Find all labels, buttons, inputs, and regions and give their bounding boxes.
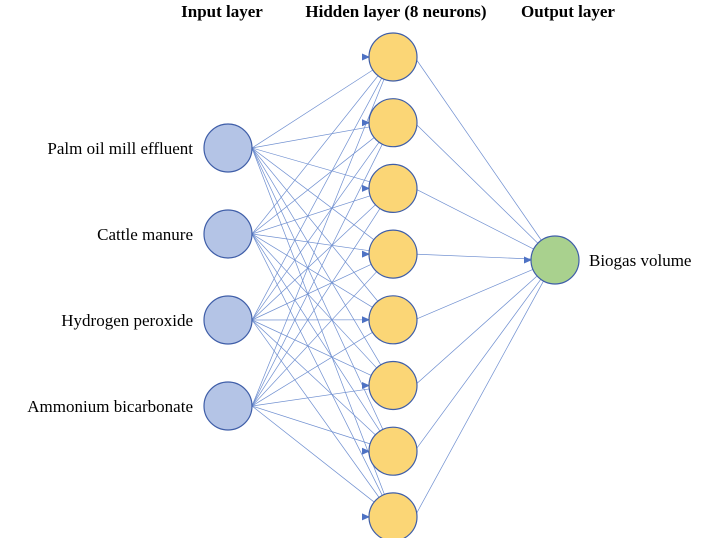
- edge-input-3-to-hidden-4: [251, 263, 372, 321]
- input-node-3: [203, 295, 253, 345]
- edge-hidden-7-to-output-1: [414, 279, 542, 452]
- input-label-hydrogen-peroxide: Hydrogen peroxide: [61, 311, 193, 330]
- input-label-palm-oil-mill-effluent: Palm oil mill effluent: [47, 139, 193, 158]
- hidden-node-2: [368, 98, 418, 148]
- arrowhead-hidden-4: [362, 250, 370, 258]
- edge-input-2-to-hidden-4: [251, 233, 370, 252]
- edge-input-4-to-hidden-2: [251, 144, 383, 407]
- input-node-2: [203, 209, 253, 259]
- edge-input-2-to-hidden-8: [251, 233, 383, 496]
- hidden-node-1: [368, 32, 418, 82]
- edge-input-1-to-hidden-1: [251, 69, 374, 149]
- edge-input-3-to-hidden-8: [251, 319, 380, 498]
- edge-input-2-to-hidden-3: [251, 195, 371, 235]
- connections-layer: [251, 56, 544, 518]
- arrowhead-output-1: [524, 256, 532, 264]
- edge-input-3-to-hidden-3: [251, 204, 376, 321]
- edge-input-1-to-hidden-3: [251, 147, 371, 183]
- edge-input-4-to-hidden-6: [251, 388, 370, 407]
- input-node-4: [203, 381, 253, 431]
- arrowhead-hidden-7: [362, 447, 370, 455]
- hidden-node-7: [368, 426, 418, 476]
- arrowhead-hidden-8: [362, 513, 370, 521]
- arrowheads-layer: [362, 53, 532, 521]
- edge-hidden-5-to-output-1: [414, 269, 534, 321]
- edge-input-2-to-hidden-2: [251, 137, 375, 235]
- edge-input-2-to-hidden-1: [251, 75, 379, 235]
- arrowhead-hidden-1: [362, 53, 370, 61]
- edge-input-4-to-hidden-8: [251, 405, 375, 503]
- edge-input-1-to-hidden-2: [251, 126, 370, 149]
- edge-hidden-8-to-output-1: [414, 280, 544, 518]
- hidden-node-4: [368, 229, 418, 279]
- output-label-biogas-volume: Biogas volume: [589, 251, 691, 270]
- edge-input-3-to-hidden-6: [251, 319, 372, 376]
- input-label-cattle-manure: Cattle manure: [97, 225, 193, 244]
- input-layer-header: Input layer: [181, 2, 263, 21]
- arrowhead-hidden-5: [362, 316, 370, 324]
- edge-input-4-to-hidden-1: [251, 79, 385, 407]
- output-node-1: [530, 235, 580, 285]
- edge-input-1-to-hidden-5: [251, 147, 379, 302]
- output-layer-header: Output layer: [521, 2, 615, 21]
- arrowhead-hidden-3: [362, 184, 370, 192]
- edge-hidden-4-to-output-1: [414, 253, 532, 260]
- hidden-node-5: [368, 295, 418, 345]
- edge-hidden-1-to-output-1: [414, 56, 542, 241]
- edge-hidden-3-to-output-1: [414, 188, 534, 250]
- hidden-node-8: [368, 492, 418, 538]
- edge-input-3-to-hidden-1: [251, 77, 382, 321]
- edge-input-2-to-hidden-6: [251, 233, 377, 369]
- edge-input-4-to-hidden-7: [251, 405, 371, 445]
- arrowhead-hidden-2: [362, 119, 370, 127]
- edge-input-4-to-hidden-3: [251, 208, 381, 407]
- hidden-node-6: [368, 360, 418, 411]
- edge-input-4-to-hidden-5: [251, 332, 373, 407]
- edge-input-2-to-hidden-7: [251, 233, 381, 432]
- hidden-layer-header: Hidden layer (8 neurons): [305, 2, 486, 21]
- edge-hidden-2-to-output-1: [414, 122, 539, 244]
- arrowhead-hidden-6: [362, 382, 370, 389]
- edge-input-1-to-hidden-6: [251, 147, 382, 366]
- input-node-1: [203, 123, 253, 173]
- edge-input-4-to-hidden-4: [251, 271, 377, 407]
- edge-input-3-to-hidden-2: [251, 142, 380, 321]
- edge-input-1-to-hidden-7: [251, 147, 384, 430]
- edge-input-2-to-hidden-5: [251, 233, 373, 308]
- labels-layer: Input layer Hidden layer (8 neurons) Out…: [27, 2, 691, 416]
- hidden-node-3: [368, 163, 418, 213]
- input-label-ammonium-bicarbonate: Ammonium bicarbonate: [27, 397, 193, 416]
- nodes-layer: [203, 32, 580, 538]
- edge-hidden-6-to-output-1: [414, 275, 538, 386]
- edge-input-3-to-hidden-7: [251, 319, 376, 436]
- edge-input-1-to-hidden-4: [251, 147, 375, 240]
